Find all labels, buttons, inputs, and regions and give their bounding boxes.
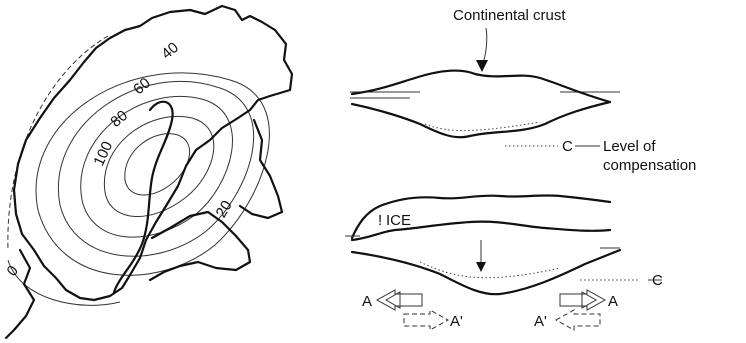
contour-label-0: 0 <box>4 262 22 279</box>
continental-crust-label: Continental crust <box>453 7 566 24</box>
ice-label: ICE <box>386 212 411 229</box>
uplift-map: 40 60 80 100 20 0 <box>4 6 292 338</box>
arrow-label-a-prime-right: A' <box>534 313 547 330</box>
isobase-40 <box>58 81 253 256</box>
outer-limit-dashed <box>8 36 108 250</box>
arrow-label-a-prime-left: A' <box>450 313 463 330</box>
coastline-baltic <box>150 212 250 280</box>
coastline-finland-east <box>240 120 282 218</box>
isobase-100 <box>125 134 190 195</box>
contour-label-60: 60 <box>130 74 154 98</box>
crust-equilibrium-diagram: Continental crust C Level of compensatio… <box>350 7 696 174</box>
crust-depressed-base <box>352 250 620 294</box>
crust-ice-load-diagram: ICE ! C A A' A A' <box>345 195 663 330</box>
crust-lens-bottom <box>352 102 610 137</box>
coastline-sweden-finland <box>114 102 173 292</box>
arrow-a-prime-right-dashed <box>556 310 600 330</box>
arrow-label-a-right: A <box>608 293 618 310</box>
level-of-compensation-label-2: compensation <box>603 157 696 174</box>
continental-crust-pointer-head <box>476 60 488 72</box>
compensation-symbol-top: C <box>562 138 573 155</box>
contour-label-40: 40 <box>158 39 182 63</box>
level-of-compensation-label-1: Level of <box>603 138 656 155</box>
load-arrow-head <box>476 262 486 272</box>
arrow-a-prime-left-dashed <box>404 310 448 330</box>
crust-lens-top <box>352 71 610 102</box>
coastline-norway <box>14 6 292 300</box>
contour-label-80: 80 <box>107 107 131 131</box>
coastline-southwest <box>6 250 34 338</box>
arrow-label-a-left: A <box>362 293 372 310</box>
ice-label-mark: ! <box>378 212 382 229</box>
isobase-80 <box>104 116 213 216</box>
